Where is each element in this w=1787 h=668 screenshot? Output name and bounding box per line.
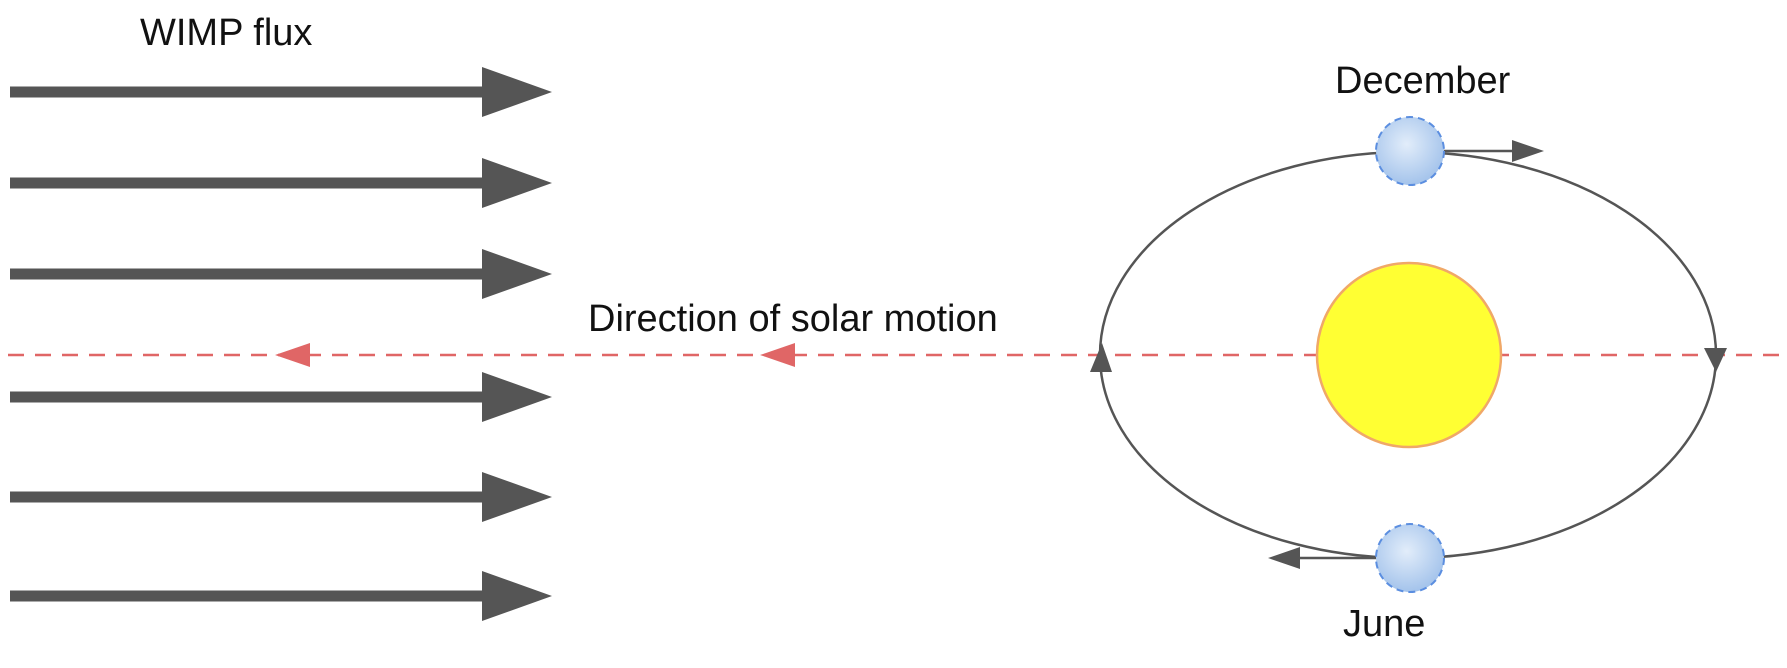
sun-icon — [1315, 261, 1503, 449]
earth-june — [1268, 523, 1445, 593]
flux-arrow — [10, 372, 552, 422]
solar-motion-arrowhead — [760, 343, 795, 367]
earth-december — [1375, 116, 1544, 186]
earth-icon — [1375, 523, 1445, 593]
wimp-flux-arrows — [10, 67, 552, 621]
flux-arrow — [10, 472, 552, 522]
flux-arrow — [10, 249, 552, 299]
solar-motion-label: Direction of solar motion — [588, 298, 998, 340]
flux-arrow — [10, 158, 552, 208]
orbit-direction-arrow-right — [1704, 348, 1727, 372]
june-label: June — [1343, 603, 1425, 645]
orbit-direction-arrow-left — [1090, 343, 1112, 372]
wimp-flux-label: WIMP flux — [140, 12, 312, 54]
earth-icon — [1375, 116, 1445, 186]
solar-motion-arrowhead — [275, 343, 310, 367]
december-label: December — [1335, 60, 1511, 102]
solar-motion-line — [8, 343, 1787, 367]
flux-arrow — [10, 571, 552, 621]
flux-arrow — [10, 67, 552, 117]
